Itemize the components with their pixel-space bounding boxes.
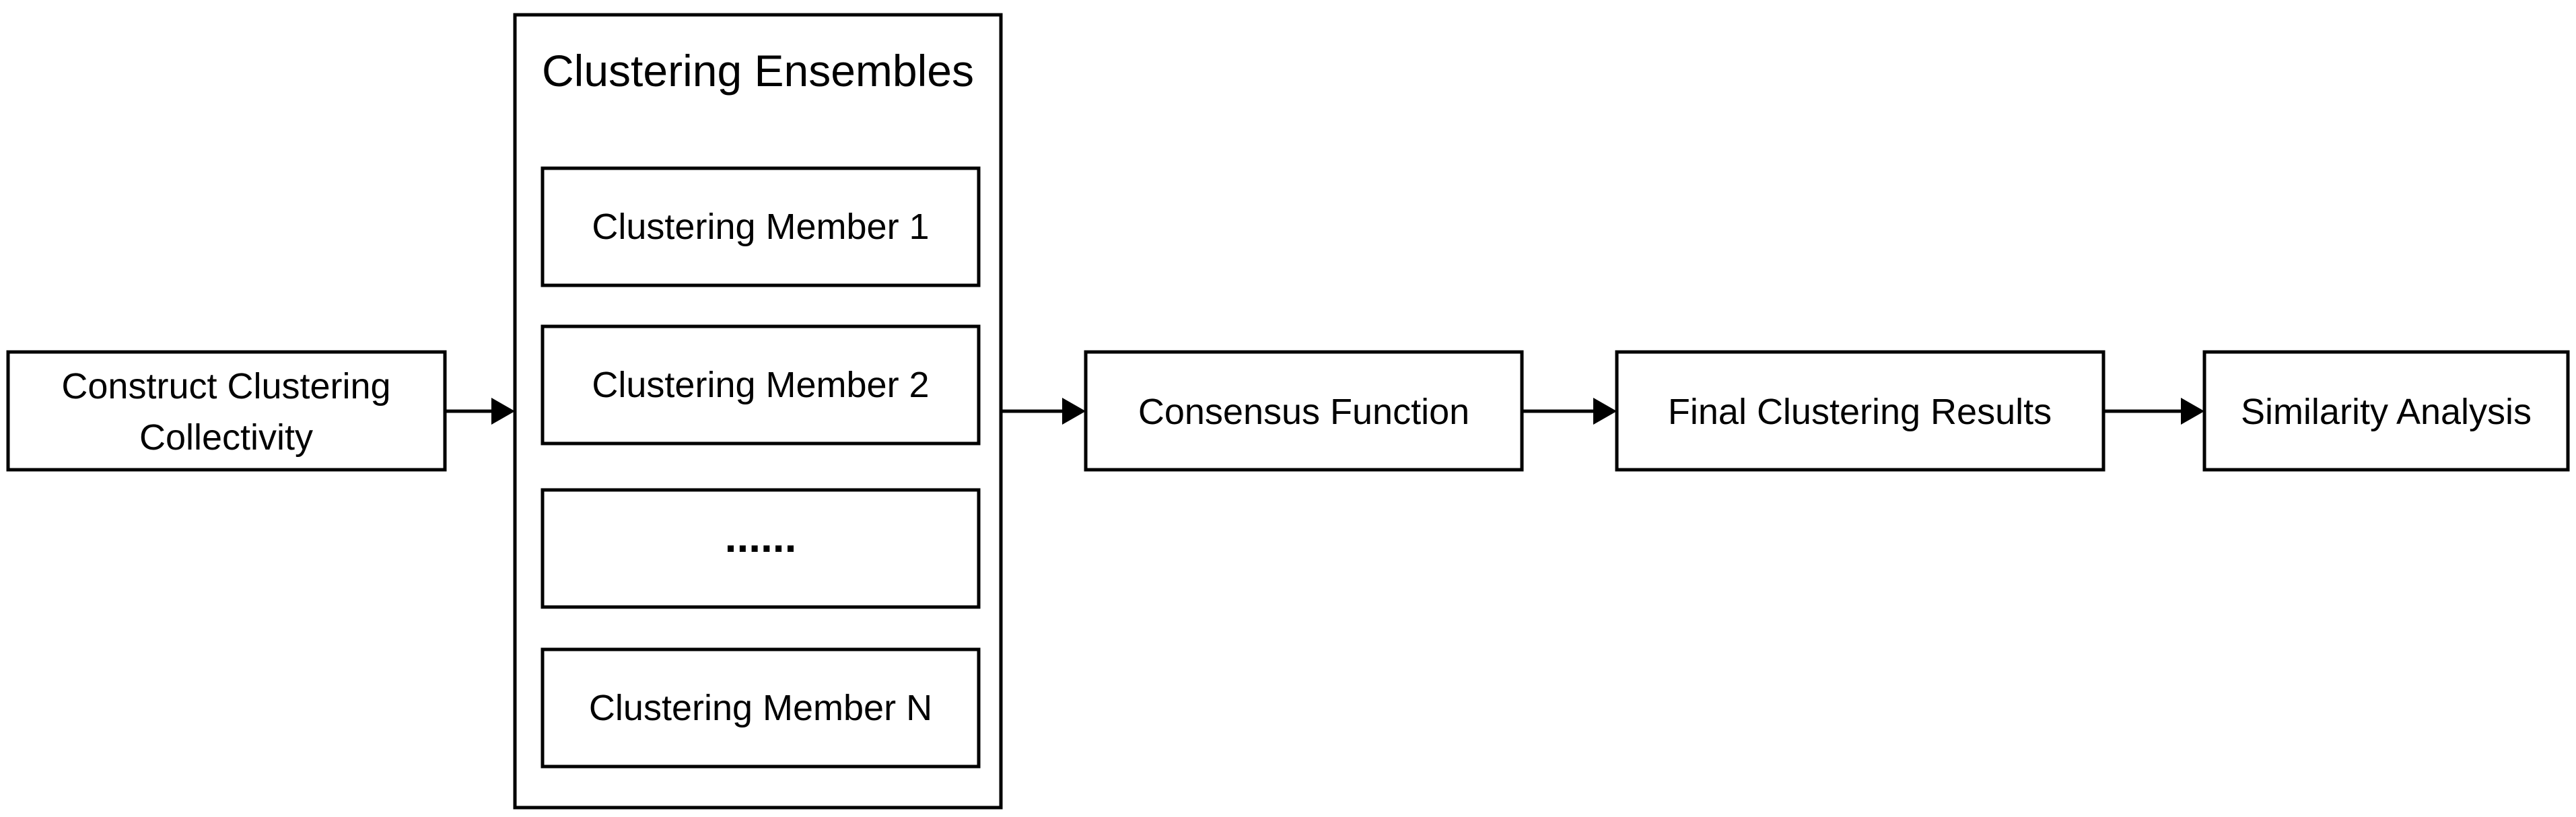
construct-collectivity-label-line2: Collectivity — [139, 417, 313, 458]
construct-collectivity-label-line1: Construct Clustering — [61, 366, 390, 406]
arrow-ensemble-to-consensus — [1001, 398, 1086, 425]
clustering-member-label: Clustering Member 1 — [592, 207, 929, 247]
arrow-head — [2181, 398, 2204, 425]
clustering-ensembles-title: Clustering Ensembles — [542, 46, 974, 96]
clustering-member-box: Clustering Member N — [541, 647, 981, 769]
similarity-analysis-node: Similarity Analysis — [2202, 350, 2570, 472]
similarity-analysis-label: Similarity Analysis — [2241, 392, 2532, 432]
arrow-final-to-similarity — [2103, 398, 2204, 425]
arrow-head — [491, 398, 515, 425]
clustering-member-ellipsis-box: ...... — [541, 488, 981, 609]
arrow-head — [1062, 398, 1086, 425]
final-clustering-results-node: Final Clustering Results — [1615, 350, 2105, 472]
clustering-member-label: Clustering Member 2 — [592, 365, 929, 405]
clustering-member-label: Clustering Member N — [589, 688, 932, 728]
ellipsis-label: ...... — [725, 513, 797, 561]
clustering-ensembles-group: Clustering Ensembles Clustering Member 1… — [513, 13, 1003, 810]
arrow-head — [1593, 398, 1617, 425]
consensus-function-label: Consensus Function — [1138, 392, 1469, 432]
clustering-member-box: Clustering Member 1 — [541, 166, 981, 287]
arrow-consensus-to-final — [1522, 398, 1617, 425]
final-clustering-results-label: Final Clustering Results — [1668, 392, 2052, 432]
arrow-construct-to-ensemble — [445, 398, 515, 425]
clustering-member-box: Clustering Member 2 — [541, 324, 981, 446]
construct-collectivity-node: Construct Clustering Collectivity — [6, 350, 447, 472]
consensus-function-node: Consensus Function — [1084, 350, 1524, 472]
